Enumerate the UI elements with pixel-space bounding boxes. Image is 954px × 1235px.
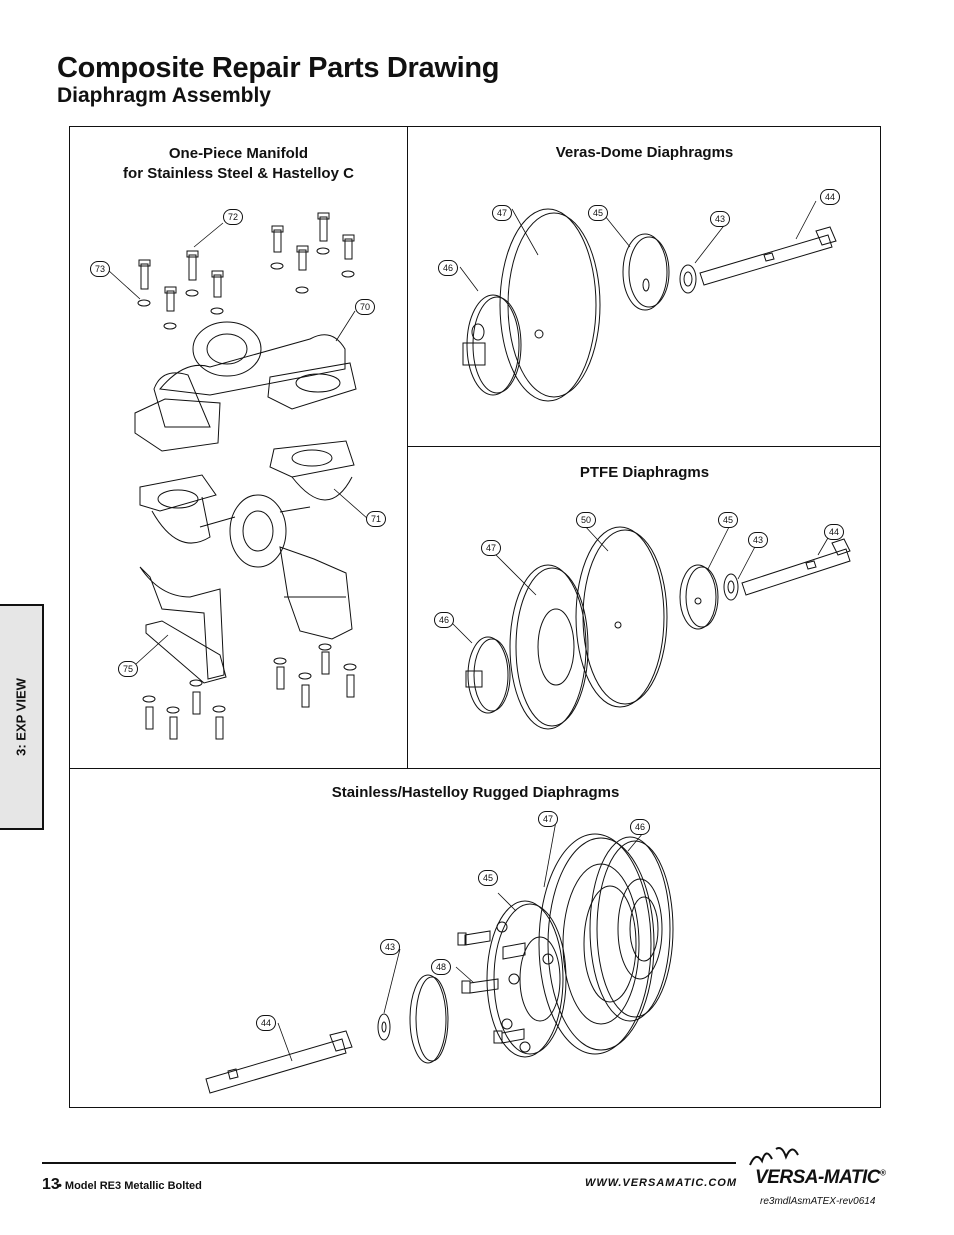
ptfe-callout-47: 47 xyxy=(481,540,501,556)
revision-code: re3mdlAsmATEX-rev0614 xyxy=(760,1196,876,1207)
manifold-drawing xyxy=(107,212,369,740)
callout-71: 71 xyxy=(366,511,386,527)
side-tab-label: 3: EXP VIEW xyxy=(13,678,29,756)
manifold-panel: One-Piece Manifold for Stainless Steel &… xyxy=(70,127,408,768)
page-subtitle: Diaphragm Assembly xyxy=(57,84,271,107)
top-washers xyxy=(137,247,355,330)
brand-text: VERSA-MATIC xyxy=(755,1167,881,1188)
manifold-title-line1: One-Piece Manifold xyxy=(168,145,309,162)
rugged-callout-45: 45 xyxy=(478,870,498,886)
vd-callout-45: 45 xyxy=(588,205,608,221)
ptfe-title: PTFE Diaphragms xyxy=(579,464,710,481)
callout-75: 75 xyxy=(118,661,138,677)
veras-dome-drawing xyxy=(459,200,837,402)
rugged-callout-48: 48 xyxy=(431,959,451,975)
rugged-callout-43: 43 xyxy=(380,939,400,955)
vd-callout-47: 47 xyxy=(492,205,512,221)
rugged-callout-46: 46 xyxy=(630,819,650,835)
vd-callout-44: 44 xyxy=(820,189,840,205)
manifold-title-line2: for Stainless Steel & Hastelloy C xyxy=(123,165,354,182)
footer-rule xyxy=(42,1162,736,1164)
ptfe-callout-43: 43 xyxy=(748,532,768,548)
rugged-title: Stainless/Hastelloy Rugged Diaphragms xyxy=(331,784,620,801)
ptfe-callout-50: 50 xyxy=(576,512,596,528)
brand-name: VERSA-MATIC® xyxy=(755,1167,886,1189)
vd-callout-43: 43 xyxy=(710,211,730,227)
callout-72: 72 xyxy=(223,209,243,225)
registered-mark: ® xyxy=(880,1168,886,1178)
callout-70: 70 xyxy=(355,299,375,315)
ptfe-callout-44: 44 xyxy=(824,524,844,540)
ptfe-callout-46: 46 xyxy=(434,612,454,628)
rugged-callout-44: 44 xyxy=(256,1015,276,1031)
bottom-bolts xyxy=(142,643,357,740)
vd-callout-46: 46 xyxy=(438,260,458,276)
rugged-drawing xyxy=(205,820,674,1094)
side-tab: 3: EXP VIEW xyxy=(0,604,44,830)
rugged-callout-47: 47 xyxy=(538,811,558,827)
upper-manifold xyxy=(134,321,357,452)
ptfe-callout-45: 45 xyxy=(718,512,738,528)
ptfe-panel: PTFE Diaphragms 50 45 47 43 44 46 xyxy=(408,447,881,768)
lower-manifold xyxy=(139,440,355,568)
mounting-feet xyxy=(139,546,353,684)
top-bolts xyxy=(138,212,355,312)
rugged-panel: Stainless/Hastelloy Rugged Diaphragms 47… xyxy=(70,768,881,1108)
veras-dome-title: Veras-Dome Diaphragms xyxy=(555,144,734,161)
page-number: 13 xyxy=(42,1176,60,1193)
callout-73: 73 xyxy=(90,261,110,277)
page-title: Composite Repair Parts Drawing xyxy=(57,52,500,84)
ptfe-drawing xyxy=(451,524,851,730)
model-name: • Model RE3 Metallic Bolted xyxy=(58,1180,202,1192)
website-url: WWW.VERSAMATIC.COM xyxy=(585,1177,738,1189)
veras-dome-panel: Veras-Dome Diaphragms 47 45 43 44 46 xyxy=(408,127,881,447)
versa-matic-logo-icon xyxy=(749,1147,799,1166)
drawing-frame: One-Piece Manifold for Stainless Steel &… xyxy=(69,126,881,1108)
